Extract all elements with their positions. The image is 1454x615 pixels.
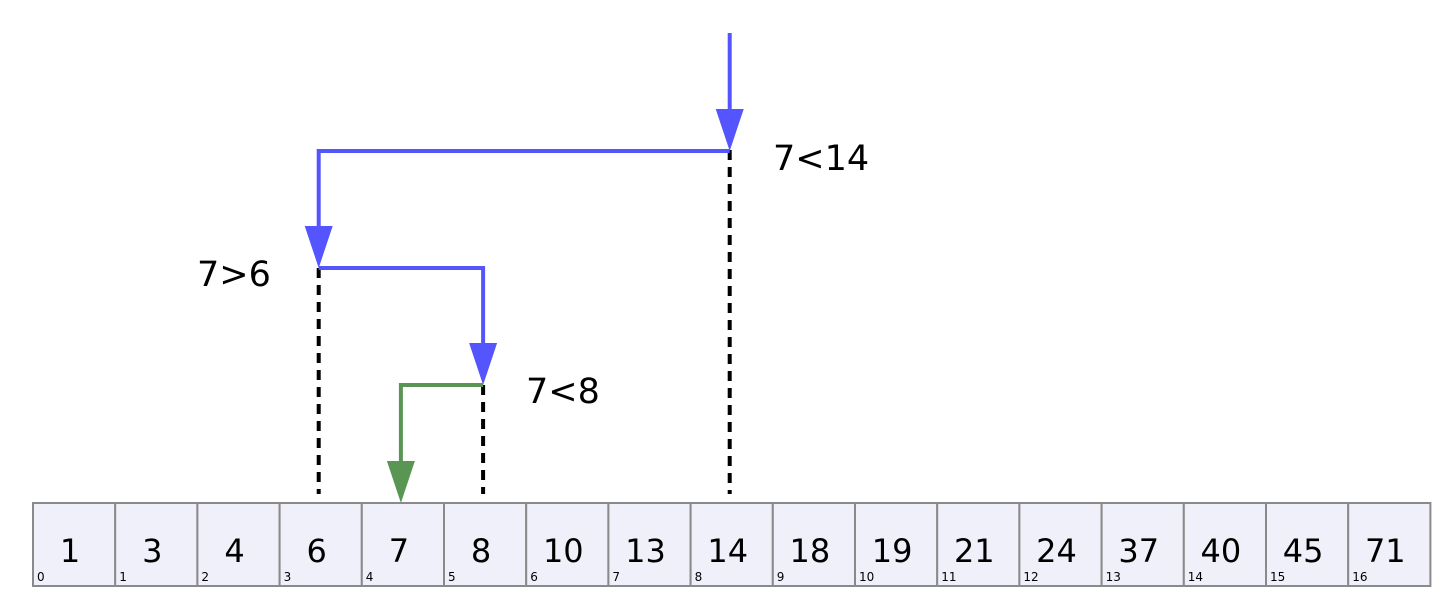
- cell-value: 7: [389, 532, 409, 570]
- comparison-labels: 7<14 7>6 7<8: [197, 139, 869, 412]
- search-path: [304, 33, 744, 503]
- cell-value: 21: [954, 532, 995, 570]
- cell-value: 45: [1283, 532, 1324, 570]
- array-cell: 13 7: [607, 502, 692, 587]
- cell-value: 14: [707, 532, 748, 570]
- cell-box: [360, 502, 445, 587]
- cell-value: 40: [1201, 532, 1242, 570]
- cell-index: 2: [201, 570, 209, 584]
- array-cell: 10 6: [525, 502, 610, 587]
- array-cell: 74: [360, 502, 445, 587]
- step-2-path: [318, 266, 486, 347]
- array-cell: 63: [278, 502, 363, 587]
- cell-box: [443, 502, 528, 587]
- cell-value: 4: [224, 532, 244, 570]
- cell-value: 6: [307, 532, 327, 570]
- cell-box: [525, 502, 610, 587]
- comparison-label-1: 7<14: [773, 139, 869, 179]
- cell-box: [1018, 502, 1103, 587]
- cell-value: 3: [142, 532, 162, 570]
- cell-value: 71: [1365, 532, 1406, 570]
- array-cell: 85: [443, 502, 528, 587]
- cell-index: 11: [941, 570, 956, 584]
- cell-box: [196, 502, 281, 587]
- cell-index: 13: [1106, 570, 1121, 584]
- step-1-arrow-head: [304, 226, 333, 268]
- comparison-label-3: 7<8: [526, 372, 600, 412]
- cell-box: [854, 502, 939, 587]
- entry-arrow-head: [715, 109, 744, 151]
- cell-box: [1182, 502, 1268, 587]
- array-cell: 10: [32, 502, 117, 587]
- cell-box: [1265, 502, 1350, 587]
- cell-index: 12: [1023, 570, 1038, 584]
- cell-index: 5: [448, 570, 456, 584]
- cell-index: 10: [859, 570, 874, 584]
- array-cell: 42: [196, 502, 281, 587]
- cell-box: [1347, 502, 1432, 587]
- step-2-arrow-head: [469, 343, 498, 385]
- cell-value: 10: [543, 532, 584, 570]
- array-cell: 18 9: [771, 502, 856, 587]
- sorted-array: 1031426374851061371481891910211124123713…: [32, 502, 1432, 587]
- cell-index: 7: [612, 570, 620, 584]
- cell-value: 18: [790, 532, 831, 570]
- cell-box: [607, 502, 692, 587]
- cell-index: 4: [366, 570, 374, 584]
- final-step-arrow-head: [386, 461, 415, 503]
- cell-index: 6: [530, 570, 538, 584]
- cell-index: 8: [695, 570, 703, 584]
- cell-index: 9: [777, 570, 785, 584]
- cell-index: 0: [37, 570, 45, 584]
- cell-value: 19: [872, 532, 913, 570]
- cell-value: 8: [471, 532, 491, 570]
- comparison-label-2: 7>6: [197, 255, 271, 295]
- cell-value: 24: [1036, 532, 1077, 570]
- cell-box: [278, 502, 363, 587]
- cell-value: 13: [625, 532, 666, 570]
- cell-box: [32, 502, 117, 587]
- cell-value: 1: [60, 532, 80, 570]
- step-1-path: [316, 149, 730, 230]
- cell-index: 14: [1188, 570, 1203, 584]
- cell-value: 37: [1118, 532, 1159, 570]
- cell-index: 15: [1270, 570, 1285, 584]
- cell-index: 3: [284, 570, 292, 584]
- cell-box: [689, 502, 774, 587]
- cell-index: 16: [1352, 570, 1367, 584]
- array-cell: 14 8: [689, 502, 774, 587]
- cell-index: 1: [119, 570, 127, 584]
- final-step-path: [398, 383, 484, 464]
- cell-box: [936, 502, 1021, 587]
- array-cell: 31: [114, 502, 199, 587]
- guide-lines: [316, 150, 732, 494]
